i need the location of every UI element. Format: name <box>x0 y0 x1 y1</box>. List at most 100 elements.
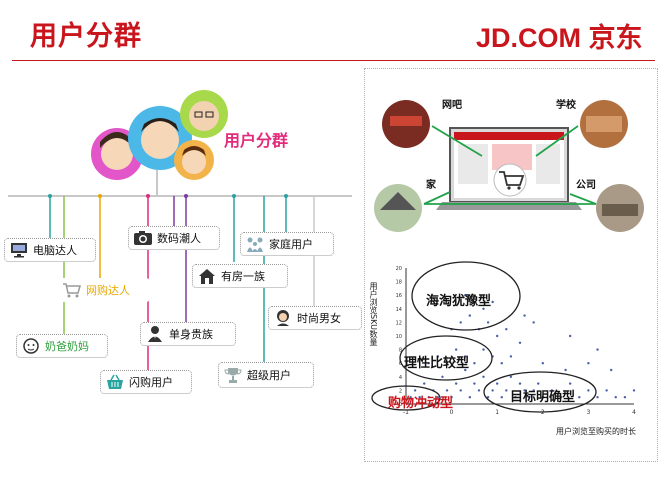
scatter-point <box>482 307 485 310</box>
scatter-point <box>500 396 503 399</box>
family-icon <box>247 237 263 252</box>
scatter-point <box>610 368 613 372</box>
scatter-point <box>532 389 535 392</box>
y-tick-label: 20 <box>396 266 402 272</box>
tag-label: 单身贵族 <box>169 328 213 341</box>
cluster-label-rational: 理性比较型 <box>404 356 470 371</box>
x-tick-label: -1 <box>403 409 409 416</box>
scatter-point <box>491 389 494 392</box>
x-tick-label: 0 <box>450 409 454 416</box>
scatter-point <box>459 389 462 392</box>
y-tick-label: 4 <box>399 375 402 381</box>
y-tick-label: 6 <box>399 361 402 367</box>
scatter-point <box>550 389 554 392</box>
scatter-point <box>482 348 485 351</box>
scatter-point <box>537 382 540 385</box>
scatter-point <box>445 362 449 365</box>
scatter-point <box>464 355 467 358</box>
scatter-point <box>482 375 485 378</box>
baby-icon <box>23 338 39 354</box>
tag-online-shopper: 网购达人 <box>58 278 150 302</box>
scatter-point <box>473 300 476 304</box>
scatter-point <box>436 396 440 399</box>
y-tick-label: 2 <box>399 388 402 394</box>
brand-logo: JD.COM 京东 <box>476 23 643 53</box>
tag-homeowner: 有房一族 <box>192 264 288 288</box>
scatter-point <box>587 389 590 392</box>
scene-label-company: 公司 <box>576 180 596 191</box>
tag-parents: 奶爸奶妈 <box>16 334 108 358</box>
scatter-point <box>623 396 627 399</box>
scatter-point <box>477 389 481 392</box>
tag-label: 家庭用户 <box>269 238 313 251</box>
scatter-point <box>468 396 472 399</box>
scatter-point <box>468 314 472 317</box>
scatter-point <box>614 396 617 399</box>
tag-fashion-couple: 时尚男女 <box>268 306 362 330</box>
y-tick-label: 18 <box>396 280 402 286</box>
scatter-point <box>473 382 476 385</box>
cluster-label-impulsive: 购物冲动型 <box>388 396 454 411</box>
scatter-point <box>509 375 513 378</box>
couple-icon <box>277 310 289 326</box>
tag-label: 闪购用户 <box>129 376 173 389</box>
avatar-group <box>91 90 228 180</box>
scatter-point <box>454 382 458 385</box>
scatter-point <box>459 321 462 324</box>
scatter-point <box>423 382 426 385</box>
scatter-point <box>596 348 599 351</box>
x-tick-label: 4 <box>632 409 636 416</box>
scatter-point <box>564 368 567 372</box>
scatter-point <box>436 355 440 358</box>
scatter-point <box>505 328 508 331</box>
scatter-point <box>454 348 458 351</box>
cart-icon <box>63 283 81 298</box>
x-tick-label: 1 <box>495 409 499 416</box>
tag-single-noble: 单身贵族 <box>140 322 236 346</box>
scatter-point <box>568 382 572 385</box>
scatter-point <box>427 396 430 399</box>
scatter-point <box>541 362 544 365</box>
tag-label: 数码潮人 <box>157 232 201 245</box>
tag-label: 超级用户 <box>247 369 291 382</box>
trophy-icon <box>224 368 242 383</box>
scatter-point <box>445 389 449 392</box>
house-icon <box>199 269 215 284</box>
tag-digital-trendsetter: 数码潮人 <box>128 226 220 250</box>
scatter-point <box>464 294 467 297</box>
scatter-point <box>491 300 494 304</box>
scatter-point <box>427 362 430 365</box>
scatter-point <box>509 355 513 358</box>
y-tick-label: 14 <box>396 307 402 313</box>
scatter-point <box>464 368 467 372</box>
scenario-panel <box>364 68 658 462</box>
cluster-label-goal-oriented: 目标明确型 <box>510 390 576 405</box>
scatter-point <box>505 389 508 392</box>
scatter-point <box>409 396 412 399</box>
scatter-point <box>418 396 421 399</box>
scatter-point <box>486 321 490 324</box>
person-icon <box>148 326 162 342</box>
tag-super-user: 超级用户 <box>218 362 314 388</box>
scatter-point <box>568 334 572 338</box>
y-tick-label: 10 <box>396 334 402 340</box>
title-divider <box>12 60 655 61</box>
scatter-point <box>441 375 444 378</box>
page-title: 用户分群 <box>30 21 142 52</box>
scene-label-home: 家 <box>426 180 436 191</box>
scatter-point <box>587 362 590 365</box>
scatter-point <box>523 389 526 392</box>
scene-arrows <box>423 125 597 205</box>
scatter-point <box>632 389 636 392</box>
tag-label: 电脑达人 <box>33 244 77 257</box>
shopping-cart-icon <box>499 171 525 190</box>
scatter-point <box>527 396 531 399</box>
laptop-image <box>436 127 582 210</box>
x-tick-label: 3 <box>586 409 590 416</box>
y-tick-label: 8 <box>399 348 402 354</box>
tag-label: 奶爸奶妈 <box>45 340 89 353</box>
scene-label-school: 学校 <box>556 100 576 111</box>
scatter-point <box>413 389 417 392</box>
